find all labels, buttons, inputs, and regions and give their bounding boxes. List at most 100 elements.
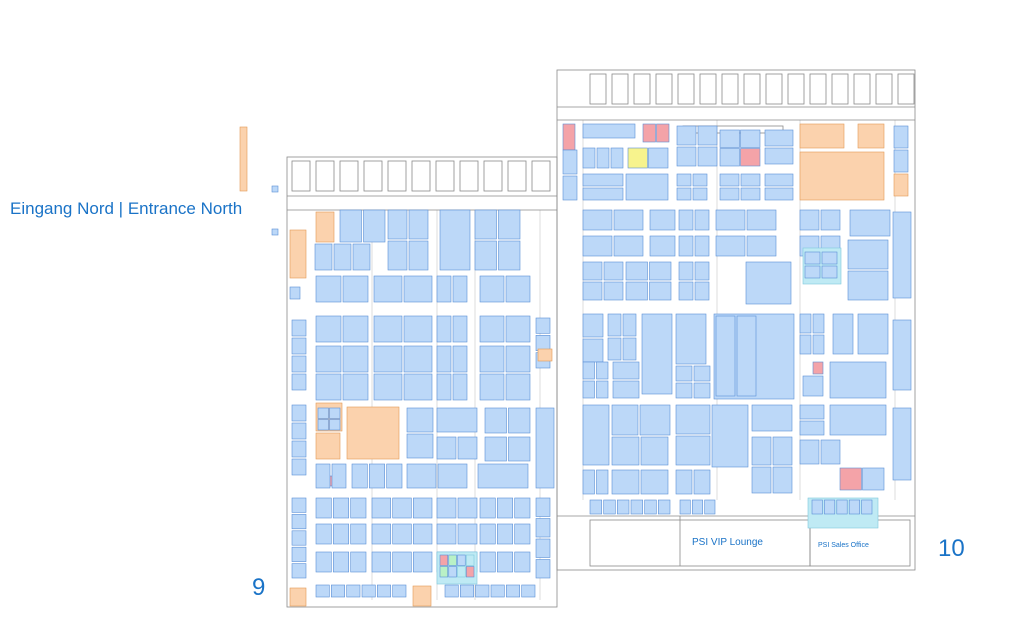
booth — [596, 380, 609, 399]
booth — [342, 315, 369, 343]
booth-highlight — [857, 123, 885, 149]
hall-10-label: 10 — [938, 535, 965, 562]
booth — [339, 209, 362, 243]
booth — [408, 240, 429, 271]
booth — [315, 463, 331, 489]
booth — [535, 559, 551, 579]
booth — [392, 523, 412, 545]
booth — [444, 584, 459, 598]
booth — [640, 469, 669, 495]
booth — [582, 338, 604, 363]
booth — [291, 355, 307, 373]
booth — [484, 436, 507, 462]
booth — [479, 345, 505, 373]
booth — [641, 313, 673, 395]
booth — [521, 584, 536, 598]
booth — [498, 209, 521, 240]
booth — [342, 275, 369, 303]
booth — [820, 439, 841, 465]
booth — [373, 345, 403, 373]
booth — [603, 499, 616, 515]
booth — [857, 313, 889, 355]
booth-special-red — [465, 566, 475, 578]
booth-highlight — [315, 211, 335, 243]
booth — [764, 147, 794, 165]
booth — [436, 436, 457, 460]
booth — [506, 584, 520, 598]
service-room — [291, 160, 311, 192]
booth — [589, 499, 602, 515]
booth — [692, 499, 703, 515]
booth — [505, 345, 531, 373]
booth — [333, 551, 349, 573]
booth — [508, 407, 531, 434]
booth — [715, 315, 736, 397]
vip-lounge-label: PSI VIP Lounge — [692, 537, 763, 548]
booth — [406, 433, 434, 459]
booth — [371, 551, 391, 573]
booth — [582, 313, 604, 338]
booth — [892, 211, 912, 299]
booth — [675, 313, 707, 365]
booth — [479, 275, 505, 303]
booth — [535, 317, 551, 334]
booth — [350, 551, 367, 573]
booth — [474, 209, 497, 240]
booth — [812, 313, 825, 334]
booth — [582, 173, 624, 187]
booth — [377, 584, 391, 598]
booth — [291, 563, 307, 579]
booth — [740, 187, 761, 201]
booth — [676, 146, 697, 167]
booth — [436, 373, 452, 401]
booth — [611, 469, 640, 495]
booth — [678, 261, 694, 281]
booth — [479, 523, 496, 545]
booth — [333, 497, 349, 519]
booth — [820, 209, 841, 231]
hall-10-outline — [556, 69, 916, 571]
booth-special-green — [439, 566, 449, 578]
service-room — [483, 160, 503, 192]
booth — [403, 275, 433, 303]
booth — [582, 209, 613, 231]
booth — [291, 458, 307, 476]
booth — [505, 315, 531, 343]
booth — [804, 251, 821, 265]
booth — [497, 497, 513, 519]
booth — [751, 466, 772, 494]
booth — [333, 523, 349, 545]
booth — [829, 404, 887, 436]
booth — [392, 497, 412, 519]
service-room — [853, 73, 871, 105]
booth — [505, 275, 531, 303]
booth — [675, 435, 711, 466]
booth — [675, 382, 693, 399]
booth — [484, 407, 507, 434]
booth-highlight — [799, 151, 885, 201]
booth — [452, 275, 468, 303]
booth — [582, 187, 624, 201]
booth — [413, 497, 433, 519]
booth — [804, 265, 821, 279]
service-room — [699, 73, 717, 105]
booth — [694, 209, 710, 231]
booth — [413, 523, 433, 545]
booth — [291, 497, 307, 513]
booth — [829, 361, 887, 399]
booth — [331, 584, 345, 598]
booth — [291, 440, 307, 458]
booth — [342, 345, 369, 373]
booth — [315, 373, 342, 401]
service-room — [507, 160, 527, 192]
booth — [315, 275, 342, 303]
booth — [477, 463, 529, 489]
booth — [679, 499, 691, 515]
booth — [497, 551, 513, 573]
booth-special-red — [740, 148, 761, 167]
booth-highlight — [315, 432, 341, 460]
booth — [403, 373, 433, 401]
booth — [475, 584, 490, 598]
sales-office-label: PSI Sales Office — [818, 542, 869, 549]
booth — [291, 530, 307, 546]
